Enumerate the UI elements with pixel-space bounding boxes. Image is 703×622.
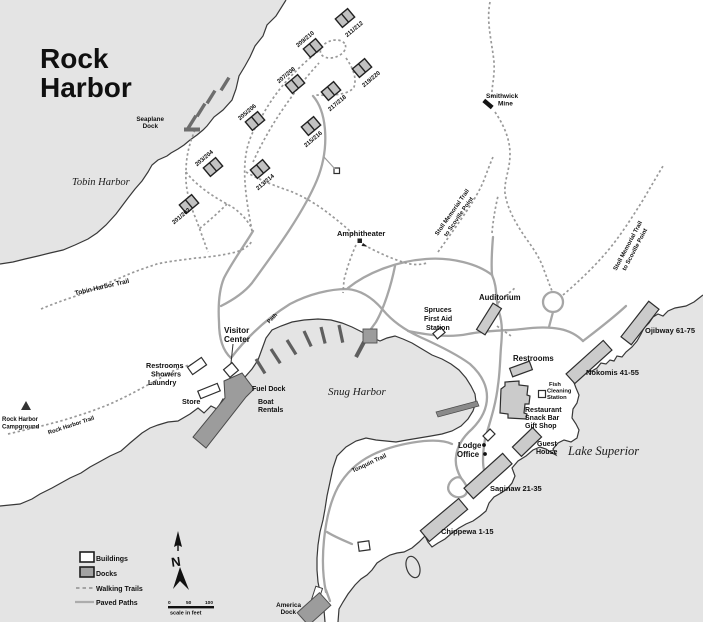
svg-text:Visitor: Visitor — [224, 326, 250, 335]
svg-text:Harbor: Harbor — [40, 72, 132, 103]
svg-text:House: House — [536, 449, 558, 456]
svg-text:Fish: Fish — [549, 382, 561, 388]
svg-text:Snug Harbor: Snug Harbor — [328, 386, 386, 398]
svg-text:Boat: Boat — [258, 399, 274, 406]
svg-text:Mine: Mine — [498, 101, 513, 108]
svg-text:Auditorium: Auditorium — [479, 293, 521, 302]
svg-text:Dock: Dock — [281, 609, 297, 616]
svg-text:Lake Superior: Lake Superior — [567, 444, 639, 458]
svg-text:100: 100 — [205, 600, 213, 606]
svg-text:Gift Shop: Gift Shop — [525, 423, 557, 430]
svg-text:Rock: Rock — [40, 43, 109, 74]
svg-text:0: 0 — [168, 600, 171, 606]
svg-text:Tobin Harbor: Tobin Harbor — [72, 177, 131, 188]
svg-text:Ojibway 61-75: Ojibway 61-75 — [645, 326, 695, 335]
svg-text:Saginaw 21-35: Saginaw 21-35 — [490, 484, 542, 493]
svg-text:Store: Store — [182, 397, 200, 406]
svg-text:Campground: Campground — [2, 425, 40, 431]
svg-text:N: N — [170, 554, 181, 570]
svg-text:Nokomis 41-55: Nokomis 41-55 — [586, 368, 639, 377]
svg-text:Amphitheater: Amphitheater — [337, 229, 385, 238]
svg-text:Docks: Docks — [96, 571, 117, 578]
svg-text:Office: Office — [457, 450, 480, 459]
svg-text:First Aid: First Aid — [424, 316, 452, 323]
svg-text:Cleaning: Cleaning — [547, 389, 572, 395]
svg-text:Station: Station — [547, 395, 567, 401]
svg-text:America: America — [276, 602, 301, 609]
svg-text:Guest: Guest — [537, 441, 558, 448]
svg-text:Restrooms: Restrooms — [146, 361, 184, 370]
svg-text:Center: Center — [224, 335, 251, 344]
svg-text:Restrooms: Restrooms — [513, 354, 554, 363]
svg-text:Rock Harbor: Rock Harbor — [2, 417, 39, 423]
svg-text:Walking Trails: Walking Trails — [96, 586, 143, 593]
svg-text:Station: Station — [426, 325, 450, 332]
svg-text:Showers: Showers — [151, 370, 181, 379]
svg-text:Fuel Dock: Fuel Dock — [252, 386, 286, 393]
svg-text:Laundry: Laundry — [148, 378, 176, 387]
svg-text:Chippewa 1-15: Chippewa 1-15 — [441, 527, 494, 536]
svg-text:50: 50 — [186, 600, 192, 606]
svg-text:Spruces: Spruces — [424, 307, 452, 314]
svg-text:Buildings: Buildings — [96, 556, 128, 563]
svg-text:scale in feet: scale in feet — [170, 611, 202, 617]
svg-text:Smithwick: Smithwick — [486, 93, 519, 100]
svg-text:Lodge: Lodge — [458, 441, 482, 450]
svg-text:Rentals: Rentals — [258, 407, 283, 414]
svg-text:Dock: Dock — [143, 123, 159, 130]
svg-text:Paved Paths: Paved Paths — [96, 600, 138, 607]
svg-text:Seaplane: Seaplane — [136, 116, 164, 123]
svg-text:Snack Bar: Snack Bar — [525, 415, 560, 422]
svg-text:Restaurant: Restaurant — [525, 407, 562, 414]
